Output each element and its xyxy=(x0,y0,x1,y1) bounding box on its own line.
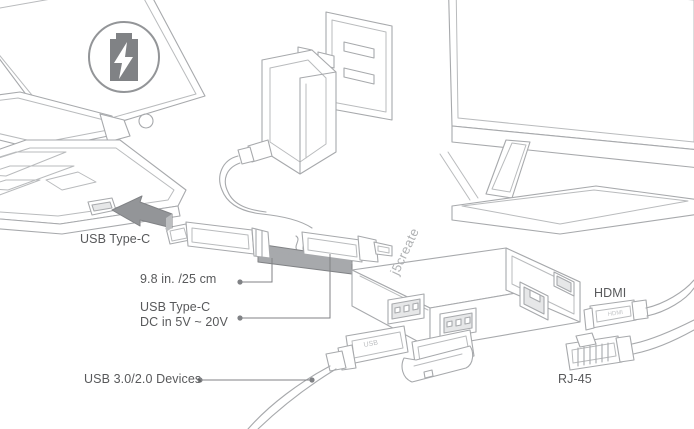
monitor-graphic xyxy=(439,0,694,235)
label-usb-devices: USB 3.0/2.0 Devices xyxy=(84,372,202,386)
label-dc-in-line1: USB Type-C xyxy=(140,300,211,314)
label-cable-length: 9.8 in. /25 cm xyxy=(140,272,217,286)
rj45-connector-graphic xyxy=(565,319,694,371)
svg-text:HDMI: HDMI xyxy=(607,310,623,318)
label-usb-type-c: USB Type-C xyxy=(80,232,151,246)
usb-flash-drive-graphic xyxy=(401,329,475,383)
hdmi-connector-graphic: HDMI xyxy=(583,279,694,331)
power-adapter-graphic xyxy=(237,46,337,175)
usb-c-connector-laptop xyxy=(165,221,271,259)
label-dc-in-line2: DC in 5V ~ 20V xyxy=(140,315,228,329)
charging-battery-icon xyxy=(88,21,160,93)
label-hdmi: HDMI xyxy=(594,286,627,300)
usb-c-hub-graphic: j5create xyxy=(351,225,581,349)
usb-c-connector-dc-in xyxy=(301,231,393,263)
wall-outlet-graphic xyxy=(325,11,393,121)
svg-text:USB: USB xyxy=(363,340,379,349)
leader-lines xyxy=(197,254,331,383)
label-rj45: RJ-45 xyxy=(558,372,592,386)
usb-a-connector-graphic: USB xyxy=(247,325,409,429)
insert-arrow xyxy=(111,195,173,232)
